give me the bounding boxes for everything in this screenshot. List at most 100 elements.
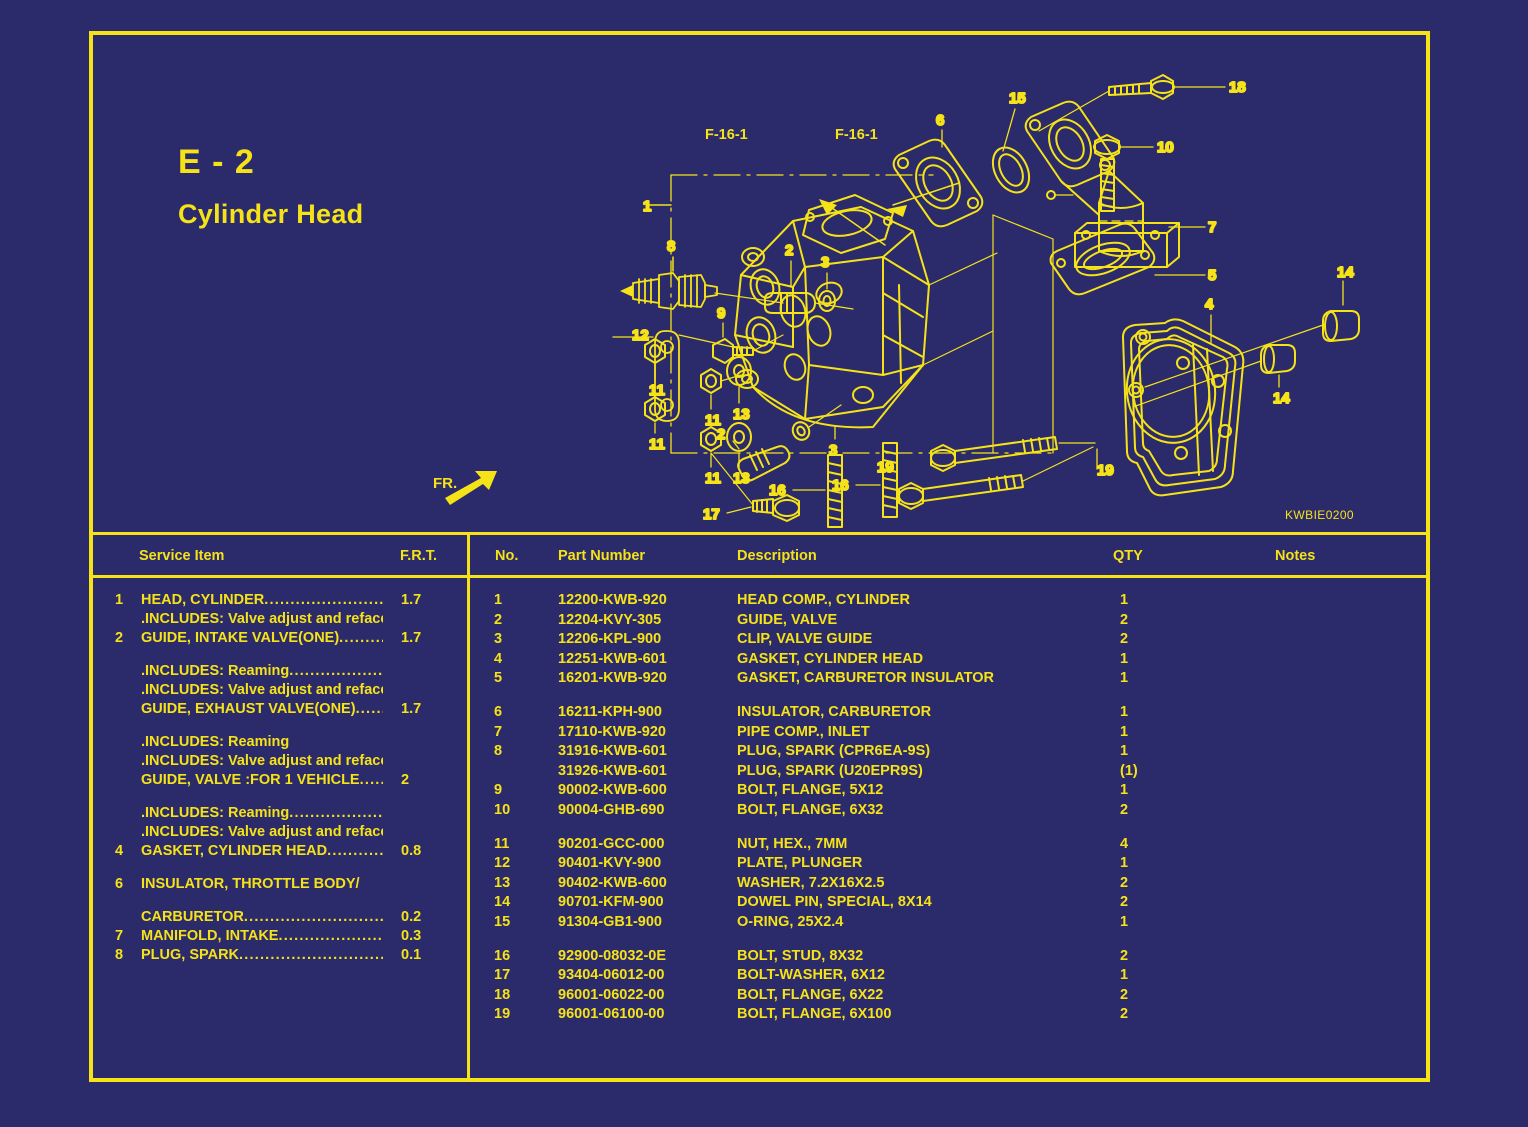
part-row-number: 8 xyxy=(494,743,503,760)
no-column-header: No. xyxy=(495,548,519,564)
part-row-part-number: 90201-GCC-000 xyxy=(558,835,665,852)
service-table-row: GUIDE, VALVE :FOR 1 VEHICLE......2 xyxy=(93,772,467,805)
part-row-qty: 1 xyxy=(1120,703,1129,720)
callout-3-a: 3 xyxy=(821,254,829,271)
part-row-description: PIPE COMP., INLET xyxy=(737,723,870,740)
callout-10: 10 xyxy=(1157,139,1174,156)
callout-11-c: 11 xyxy=(705,412,721,429)
section-code: E - 2 xyxy=(178,143,255,181)
callout-14-a: 14 xyxy=(1337,264,1354,281)
part-row-number: 16 xyxy=(494,947,511,964)
part-row-description: BOLT, FLANGE, 5X12 xyxy=(737,782,884,799)
part-row-part-number: 12204-KVY-305 xyxy=(558,611,662,628)
service-row-label: MANIFOLD, INTAKE........................… xyxy=(141,928,383,944)
service-row-frt: 0.1 xyxy=(401,947,422,963)
part-row-qty: 1 xyxy=(1120,855,1129,872)
part-row-qty: 2 xyxy=(1120,874,1129,891)
service-row-label: GUIDE, VALVE :FOR 1 VEHICLE...... xyxy=(141,772,383,788)
part-row-part-number: 90002-KWB-600 xyxy=(558,782,667,799)
part-row-description: PLUG, SPARK (CPR6EA-9S) xyxy=(737,743,931,760)
service-row-frt: 0.2 xyxy=(401,909,422,925)
service-row-frt: 1.7 xyxy=(401,701,422,717)
callout-7: 7 xyxy=(1208,219,1216,236)
part-row-part-number: 31916-KWB-601 xyxy=(558,743,667,760)
service-table-row: .INCLUDES: Valve adjust and reface. xyxy=(93,682,467,701)
part-row-part-number: 12251-KWB-601 xyxy=(558,650,667,667)
part-row-description: GUIDE, VALVE xyxy=(737,611,838,628)
part-row-description: PLATE, PLUNGER xyxy=(737,855,863,872)
service-row-label: .INCLUDES: Valve adjust and reface. xyxy=(141,824,383,840)
service-table-row: .INCLUDES: Reaming xyxy=(93,734,467,753)
service-row-text: .INCLUDES: Valve adjust and reface. xyxy=(141,682,383,698)
part-row-description: BOLT-WASHER, 6X12 xyxy=(737,967,885,984)
part-row-part-number: 90004-GHB-690 xyxy=(558,801,665,818)
part-row-part-number: 90701-KFM-900 xyxy=(558,894,664,911)
service-row-dot-leader: ............................ xyxy=(264,592,383,608)
part-row-number: 1 xyxy=(494,592,503,608)
callout-17: 17 xyxy=(703,506,720,523)
reference-label-f16-1-right: F-16-1 xyxy=(835,127,878,143)
nut-part xyxy=(700,426,722,452)
dowel-pin-part xyxy=(1322,310,1360,342)
service-row-dot-leader: ....... xyxy=(355,701,383,717)
callout-11-d: 11 xyxy=(705,470,721,487)
service-row-text: .INCLUDES: Reaming xyxy=(141,734,290,750)
service-row-number: 7 xyxy=(115,928,124,944)
part-row-qty: 2 xyxy=(1120,801,1129,818)
stud-bolt-part xyxy=(827,454,843,528)
reference-label-f16-1-left: F-16-1 xyxy=(705,127,748,143)
reference-leader-lines xyxy=(819,182,960,246)
bolt-flange-5x12-part xyxy=(712,338,754,364)
service-row-dot-leader: .............. xyxy=(327,843,383,859)
part-row-description: BOLT, STUD, 8X32 xyxy=(737,947,864,964)
section-name: Cylinder Head xyxy=(178,199,364,229)
part-row-part-number: 90401-KVY-900 xyxy=(558,855,662,872)
part-row-qty: 1 xyxy=(1120,592,1129,608)
part-row-qty: 2 xyxy=(1120,947,1129,964)
part-row-number: 2 xyxy=(494,611,503,628)
part-row-part-number: 93404-06012-00 xyxy=(558,967,665,984)
part-row-number: 4 xyxy=(494,650,503,667)
part-number-column-header: Part Number xyxy=(558,548,646,564)
part-row-description: NUT, HEX., 7MM xyxy=(737,835,848,852)
callout-13-a: 13 xyxy=(733,406,750,423)
service-row-number: 4 xyxy=(115,843,124,859)
service-table-row: .INCLUDES: Valve adjust and reface. xyxy=(93,611,467,630)
service-row-label: GUIDE, INTAKE VALVE(ONE)........... xyxy=(141,630,383,646)
frt-column-header: F.R.T. xyxy=(400,548,438,564)
service-row-dot-leader: ................................... xyxy=(239,947,383,963)
part-row-qty: 1 xyxy=(1120,743,1129,760)
carburetor-insulator-part xyxy=(892,138,984,228)
part-row-number: 6 xyxy=(494,703,503,720)
service-row-frt: 1.7 xyxy=(401,592,422,608)
valve-guide-clip-part xyxy=(818,290,836,312)
part-row-part-number: 96001-06022-00 xyxy=(558,986,665,1003)
service-row-label: .INCLUDES: Valve adjust and reface. xyxy=(141,682,383,698)
diagram-linework: 8 12 11 xyxy=(445,74,1360,528)
exploded-diagram: E - 2 Cylinder Head xyxy=(93,35,1426,532)
service-row-text: CARBURETOR xyxy=(141,909,244,925)
service-row-label: .INCLUDES: Reaming xyxy=(141,734,383,750)
service-table-row: CARBURETOR..............................… xyxy=(93,909,467,928)
service-row-label: .INCLUDES: Reaming......................… xyxy=(141,805,383,821)
callout-11-a: 11 xyxy=(649,382,665,399)
part-row-qty: 2 xyxy=(1120,894,1129,911)
service-row-number: 6 xyxy=(115,876,124,892)
callout-8: 8 xyxy=(667,238,675,255)
callout-9: 9 xyxy=(717,305,725,322)
service-row-text: .INCLUDES: Reaming xyxy=(141,805,290,821)
callout-1: 1 xyxy=(643,198,651,215)
part-row-description: INSULATOR, CARBURETOR xyxy=(737,703,932,720)
plunger-plate-part xyxy=(654,330,680,422)
